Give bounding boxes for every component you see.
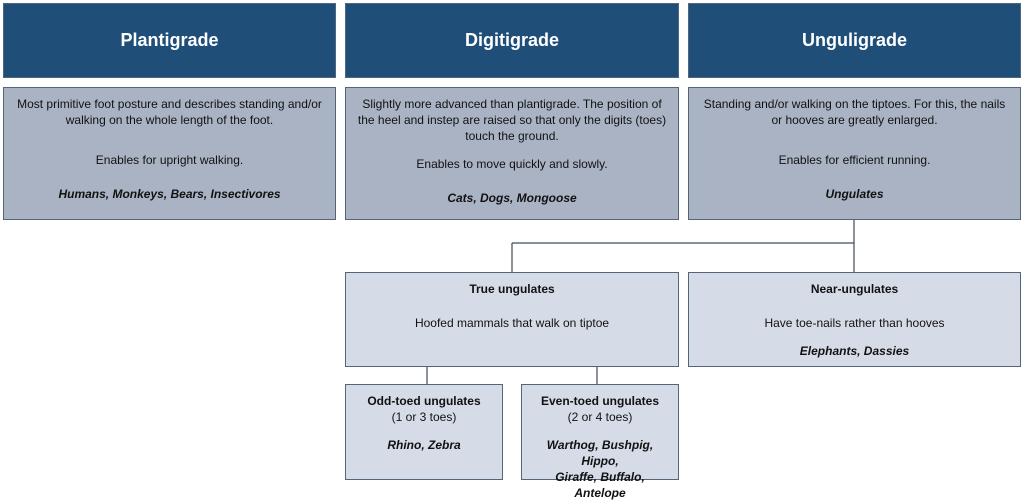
unguligrade-description: Standing and/or walking on the tiptoes. … [703,97,1006,127]
digitigrade-description: Slightly more advanced than plantigrade.… [357,97,667,143]
header-unguligrade: Unguligrade [688,3,1021,78]
box-digitigrade: Slightly more advanced than plantigrade.… [345,87,679,220]
near-ungulates-examples: Elephants, Dassies [799,344,910,358]
plantigrade-examples: Humans, Monkeys, Bears, Insectivores [58,187,281,201]
header-plantigrade: Plantigrade [3,3,336,78]
box-unguligrade: Standing and/or walking on the tiptoes. … [688,87,1021,220]
box-near-ungulates: Near-ungulates Have toe-nails rather tha… [688,272,1021,367]
box-even-toed-ungulates: Even-toed ungulates (2 or 4 toes) Wartho… [521,384,679,500]
near-ungulates-description: Have toe-nails rather than hooves [764,316,945,330]
header-plantigrade-title: Plantigrade [120,30,219,50]
odd-toed-examples: Rhino, Zebra [387,438,461,452]
header-digitigrade: Digitigrade [345,3,679,78]
connector-lines [426,220,855,384]
even-toed-title: Even-toed ungulates [540,394,659,408]
unguligrade-examples: Ungulates [825,187,884,201]
odd-toed-toes: (1 or 3 toes) [391,410,457,424]
odd-toed-title: Odd-toed ungulates [367,394,481,408]
near-ungulates-title: Near-ungulates [810,282,899,296]
header-unguligrade-title: Unguligrade [801,30,907,50]
true-ungulates-title: True ungulates [469,282,555,296]
digitigrade-function: Enables to move quickly and slowly. [416,157,608,171]
unguligrade-function: Enables for efficient running. [778,153,931,167]
box-plantigrade: Most primitive foot posture and describe… [3,87,336,220]
true-ungulates-description: Hoofed mammals that walk on tiptoe [414,316,610,330]
even-toed-examples-line2: Giraffe, Buffalo, Antelope [555,470,645,500]
header-digitigrade-title: Digitigrade [464,30,559,50]
box-true-ungulates: True ungulates Hoofed mammals that walk … [345,272,679,367]
box-odd-toed-ungulates: Odd-toed ungulates (1 or 3 toes) Rhino, … [345,384,503,480]
digitigrade-examples: Cats, Dogs, Mongoose [447,191,577,205]
plantigrade-function: Enables for upright walking. [95,153,244,167]
even-toed-toes: (2 or 4 toes) [567,410,633,424]
plantigrade-description: Most primitive foot posture and describe… [17,97,322,127]
even-toed-examples-line1: Warthog, Bushpig, Hippo, [546,438,654,468]
